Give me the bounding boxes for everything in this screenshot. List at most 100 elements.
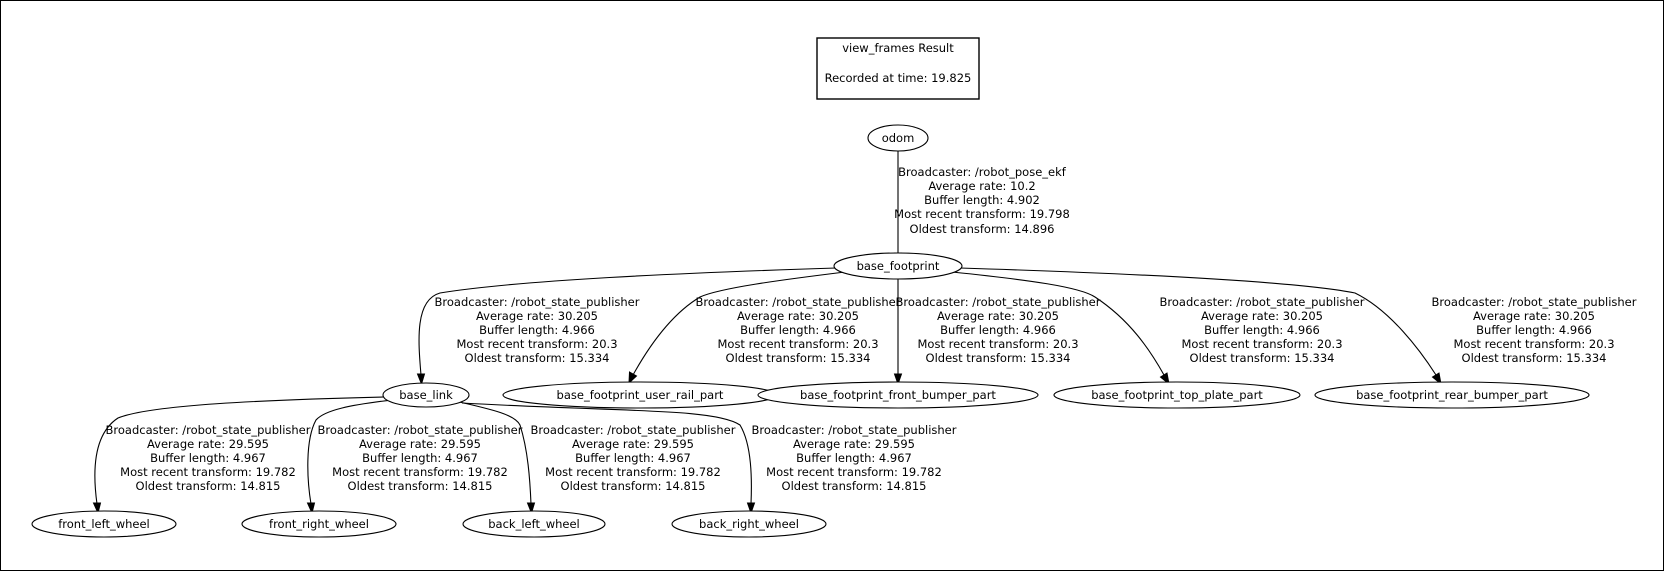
node-shape xyxy=(31,510,177,538)
edge-label-rate: Average rate: 30.205 xyxy=(937,309,1059,323)
edge-label-oldest: Oldest transform: 15.334 xyxy=(926,351,1071,365)
arrowhead xyxy=(746,502,756,515)
edge-base-footprint-to-top-plate: Broadcaster: /robot_state_publisher Aver… xyxy=(951,271,1365,386)
edge-label-rate: Average rate: 29.595 xyxy=(359,437,481,451)
arrowhead xyxy=(1159,372,1170,386)
edge-label-recent: Most recent transform: 19.782 xyxy=(766,465,942,479)
edge-label-broadcaster: Broadcaster: /robot_state_publisher xyxy=(752,423,957,437)
edge-base-link-to-back-left-wheel: Broadcaster: /robot_state_publisher Aver… xyxy=(454,400,736,515)
edge-label-oldest: Oldest transform: 14.815 xyxy=(561,479,706,493)
edge-label-rate: Average rate: 30.205 xyxy=(476,309,598,323)
node-base-footprint-user-rail-part: base_footprint_user_rail_part xyxy=(502,381,778,409)
edge-label-recent: Most recent transform: 20.3 xyxy=(1181,337,1342,351)
node-shape xyxy=(462,510,606,538)
node-shape xyxy=(671,510,827,538)
edge-base-link-to-back-right-wheel: Broadcaster: /robot_state_publisher Aver… xyxy=(461,402,957,515)
edge-label-oldest: Oldest transform: 15.334 xyxy=(726,351,871,365)
edge-path xyxy=(951,271,1165,376)
node-label: base_footprint_rear_bumper_part xyxy=(1356,388,1548,402)
edge-path xyxy=(307,399,393,505)
edge-base-link-to-front-right-wheel: Broadcaster: /robot_state_publisher Aver… xyxy=(306,399,523,515)
node-label: base_footprint xyxy=(857,259,940,273)
edge-path xyxy=(959,267,1437,376)
edge-label-buffer: Buffer length: 4.967 xyxy=(362,451,478,465)
edge-label-rate: Average rate: 30.205 xyxy=(1473,309,1595,323)
node-label: front_left_wheel xyxy=(58,517,150,531)
edge-label-recent: Most recent transform: 20.3 xyxy=(1453,337,1614,351)
legend-recorded-time: Recorded at time: 19.825 xyxy=(825,71,972,85)
edge-label-buffer: Buffer length: 4.967 xyxy=(150,451,266,465)
edge-label-broadcaster: Broadcaster: /robot_state_publisher xyxy=(435,295,640,309)
node-label: base_footprint_top_plate_part xyxy=(1091,388,1263,402)
node-front-left-wheel: front_left_wheel xyxy=(31,510,177,538)
edge-label-buffer: Buffer length: 4.967 xyxy=(796,451,912,465)
edge-label-buffer: Buffer length: 4.966 xyxy=(1476,323,1592,337)
node-base-link: base_link xyxy=(382,382,470,408)
node-shape xyxy=(382,382,470,408)
node-shape xyxy=(241,510,397,538)
edge-label-recent: Most recent transform: 19.798 xyxy=(894,207,1070,221)
edge-label-oldest: Oldest transform: 14.815 xyxy=(782,479,927,493)
edge-label-rate: Average rate: 30.205 xyxy=(1201,309,1323,323)
node-shape xyxy=(1053,381,1301,409)
edge-label-broadcaster: Broadcaster: /robot_state_publisher xyxy=(896,295,1101,309)
edge-label-broadcaster: Broadcaster: /robot_state_publisher xyxy=(318,423,523,437)
edge-label-recent: Most recent transform: 20.3 xyxy=(717,337,878,351)
node-odom: odom xyxy=(867,124,929,152)
node-front-right-wheel: front_right_wheel xyxy=(241,510,397,538)
legend-box-frame xyxy=(816,37,980,100)
node-label: front_right_wheel xyxy=(269,517,369,531)
edge-base-footprint-to-user-rail: Broadcaster: /robot_state_publisher Aver… xyxy=(628,271,901,385)
node-base-footprint-front-bumper-part: base_footprint_front_bumper_part xyxy=(757,381,1039,409)
edge-label-broadcaster: Broadcaster: /robot_state_publisher xyxy=(1432,295,1637,309)
edge-path xyxy=(454,400,532,505)
edge-label-buffer: Buffer length: 4.966 xyxy=(740,323,856,337)
edge-label-buffer: Buffer length: 4.902 xyxy=(924,193,1040,207)
arrowhead xyxy=(1431,372,1442,386)
edge-path xyxy=(418,267,837,376)
node-back-left-wheel: back_left_wheel xyxy=(462,510,606,538)
edge-label-oldest: Oldest transform: 15.334 xyxy=(465,351,610,365)
edge-label-buffer: Buffer length: 4.966 xyxy=(1204,323,1320,337)
node-label: back_right_wheel xyxy=(699,517,799,531)
node-base-footprint-top-plate-part: base_footprint_top_plate_part xyxy=(1053,381,1301,409)
node-label: base_footprint_user_rail_part xyxy=(557,388,724,402)
node-base-footprint: base_footprint xyxy=(833,252,963,280)
legend-box: view_frames Result Recorded at time: 19.… xyxy=(816,37,980,100)
arrowhead xyxy=(92,502,102,515)
arrowhead xyxy=(526,502,536,515)
edge-path xyxy=(94,396,385,505)
edge-label-rate: Average rate: 29.595 xyxy=(793,437,915,451)
edge-path xyxy=(461,402,752,505)
edge-base-footprint-to-front-bumper: Broadcaster: /robot_state_publisher Aver… xyxy=(893,278,1101,386)
edge-label-rate: Average rate: 30.205 xyxy=(737,309,859,323)
node-shape xyxy=(1314,381,1590,409)
edge-base-link-to-front-left-wheel: Broadcaster: /robot_state_publisher Aver… xyxy=(92,396,385,515)
node-label: odom xyxy=(882,131,915,145)
edge-label-rate: Average rate: 29.595 xyxy=(572,437,694,451)
arrowhead xyxy=(628,371,638,385)
node-shape xyxy=(867,124,929,152)
edge-label-broadcaster: Broadcaster: /robot_state_publisher xyxy=(531,423,736,437)
node-shape xyxy=(757,381,1039,409)
node-label: base_link xyxy=(399,388,453,402)
edge-label-oldest: Oldest transform: 14.815 xyxy=(348,479,493,493)
legend-title: view_frames Result xyxy=(842,41,954,55)
edge-label-recent: Most recent transform: 20.3 xyxy=(456,337,617,351)
edge-label-buffer: Buffer length: 4.967 xyxy=(575,451,691,465)
edge-label-oldest: Oldest transform: 15.334 xyxy=(1462,351,1607,365)
edge-base-footprint-to-base-link: Broadcaster: /robot_state_publisher Aver… xyxy=(416,267,837,386)
node-shape xyxy=(833,252,963,280)
edge-odom-to-base-footprint: Broadcaster: /robot_pose_ekf Average rat… xyxy=(893,151,1070,265)
node-label: back_left_wheel xyxy=(488,517,580,531)
edge-label-oldest: Oldest transform: 15.334 xyxy=(1190,351,1335,365)
edge-label-recent: Most recent transform: 19.782 xyxy=(545,465,721,479)
edge-label-broadcaster: Broadcaster: /robot_state_publisher xyxy=(696,295,901,309)
edge-path xyxy=(632,271,846,376)
edge-label-buffer: Buffer length: 4.966 xyxy=(940,323,1056,337)
arrowhead xyxy=(306,502,316,515)
edge-label-broadcaster: Broadcaster: /robot_pose_ekf xyxy=(898,165,1067,179)
edge-label-oldest: Oldest transform: 14.815 xyxy=(136,479,281,493)
node-base-footprint-rear-bumper-part: base_footprint_rear_bumper_part xyxy=(1314,381,1590,409)
node-back-right-wheel: back_right_wheel xyxy=(671,510,827,538)
